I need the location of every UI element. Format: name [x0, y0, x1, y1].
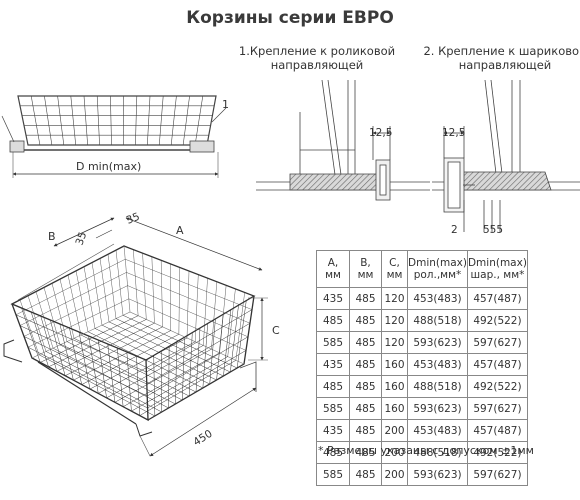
table-cell: 120: [381, 287, 408, 310]
table-cell: 160: [381, 397, 408, 420]
table-cell: 593(623): [407, 463, 468, 486]
table-cell: 453(483): [407, 287, 468, 310]
table-header-cell: B,мм: [349, 250, 382, 288]
table-header-cell: C,мм: [381, 250, 408, 288]
dim-12-5-roller: 12,5: [369, 127, 392, 139]
table-cell: 120: [381, 309, 408, 332]
page-title: Корзины серии ЕВРО: [186, 8, 394, 28]
table-header-line: шар., мм*: [470, 269, 525, 281]
dim-2: 2: [451, 224, 458, 236]
table-cell: 200: [381, 441, 408, 464]
table-cell: 120: [381, 331, 408, 354]
dim-555: 555: [483, 224, 503, 236]
table-header-line: Dmin(max): [467, 257, 527, 269]
dim-12-5-ball: 12,5: [442, 127, 465, 139]
dim-35-side: 35: [74, 230, 90, 247]
table-cell: 485: [349, 463, 382, 486]
table-cell: 457(487): [466, 419, 528, 442]
table-cell: 160: [381, 375, 408, 398]
callout-1: 1: [222, 98, 229, 111]
table-header-line: рол.,мм*: [413, 269, 462, 281]
table-cell: 435: [316, 287, 350, 310]
table-cell: 492(522): [466, 309, 528, 332]
table-cell: 585: [316, 331, 350, 354]
table-cell: 485: [316, 309, 350, 332]
table-cell: 457(487): [466, 353, 528, 376]
table-cell: 200: [381, 463, 408, 486]
table-cell: 485: [349, 375, 382, 398]
dim-b: B: [48, 230, 56, 243]
table-cell: 593(623): [407, 331, 468, 354]
table-cell: 485: [349, 441, 382, 464]
table-cell: 160: [381, 353, 408, 376]
table-cell: 585: [316, 463, 350, 486]
table-cell: 492(522): [466, 441, 528, 464]
table-header-cell: A,мм: [316, 250, 350, 288]
table-cell: 597(627): [466, 463, 528, 486]
table-cell: 485: [349, 287, 382, 310]
table-header-line: мм: [386, 269, 403, 281]
dim-d-min-max: D min(max): [76, 160, 141, 173]
table-cell: 485: [349, 331, 382, 354]
table-header-line: мм: [325, 269, 341, 281]
roller-mount-section: [256, 79, 430, 201]
table-cell: 597(627): [466, 331, 528, 354]
table-cell: 200: [381, 419, 408, 442]
table-header-line: C,: [389, 257, 400, 269]
dim-450: 450: [191, 428, 214, 449]
caption-ball: 2. Крепление к шариковой направляющей: [420, 44, 580, 72]
table-cell: 585: [316, 397, 350, 420]
table-cell: 485: [316, 375, 350, 398]
table-cell: 485: [349, 309, 382, 332]
table-cell: 485: [349, 397, 382, 420]
table-cell: 453(483): [407, 353, 468, 376]
caption-roller: 1.Крепление к роликовой направляющей: [232, 44, 402, 72]
table-header-cell: Dmin(max)шар., мм*: [466, 250, 528, 288]
table-cell: 485: [349, 353, 382, 376]
ball-mount-section: [432, 79, 580, 232]
table-cell: 597(627): [466, 397, 528, 420]
table-cell: 492(522): [466, 375, 528, 398]
table-cell: 457(487): [466, 287, 528, 310]
table-cell: 453(483): [407, 419, 468, 442]
table-cell: 593(623): [407, 397, 468, 420]
table-cell: 435: [316, 419, 350, 442]
dim-c: C: [272, 324, 280, 337]
table-header-line: A,: [327, 257, 339, 269]
dim-35-top: 35: [125, 211, 142, 227]
basket-front-view: [1, 95, 227, 153]
tolerance-note: * Размеры указаны с допуском ±1мм: [318, 444, 534, 457]
table-cell: 488(518): [407, 375, 468, 398]
table-cell: 485: [349, 419, 382, 442]
caption-ball-line-1: 2. Крепление к шариковой: [423, 44, 580, 58]
caption-ball-line-2: направляющей: [458, 58, 552, 72]
basket-isometric-view: [3, 245, 256, 437]
dim-a: A: [176, 224, 184, 237]
caption-roller-line-2: направляющей: [270, 58, 364, 72]
table-cell: 488(518): [407, 309, 468, 332]
table-cell: 435: [316, 353, 350, 376]
table-header-line: B,: [360, 257, 371, 269]
caption-roller-line-1: 1.Крепление к роликовой: [238, 44, 396, 58]
table-header-line: Dmin(max): [408, 257, 467, 269]
table-header-cell: Dmin(max)рол.,мм*: [407, 250, 468, 288]
table-header-line: мм: [357, 269, 374, 281]
